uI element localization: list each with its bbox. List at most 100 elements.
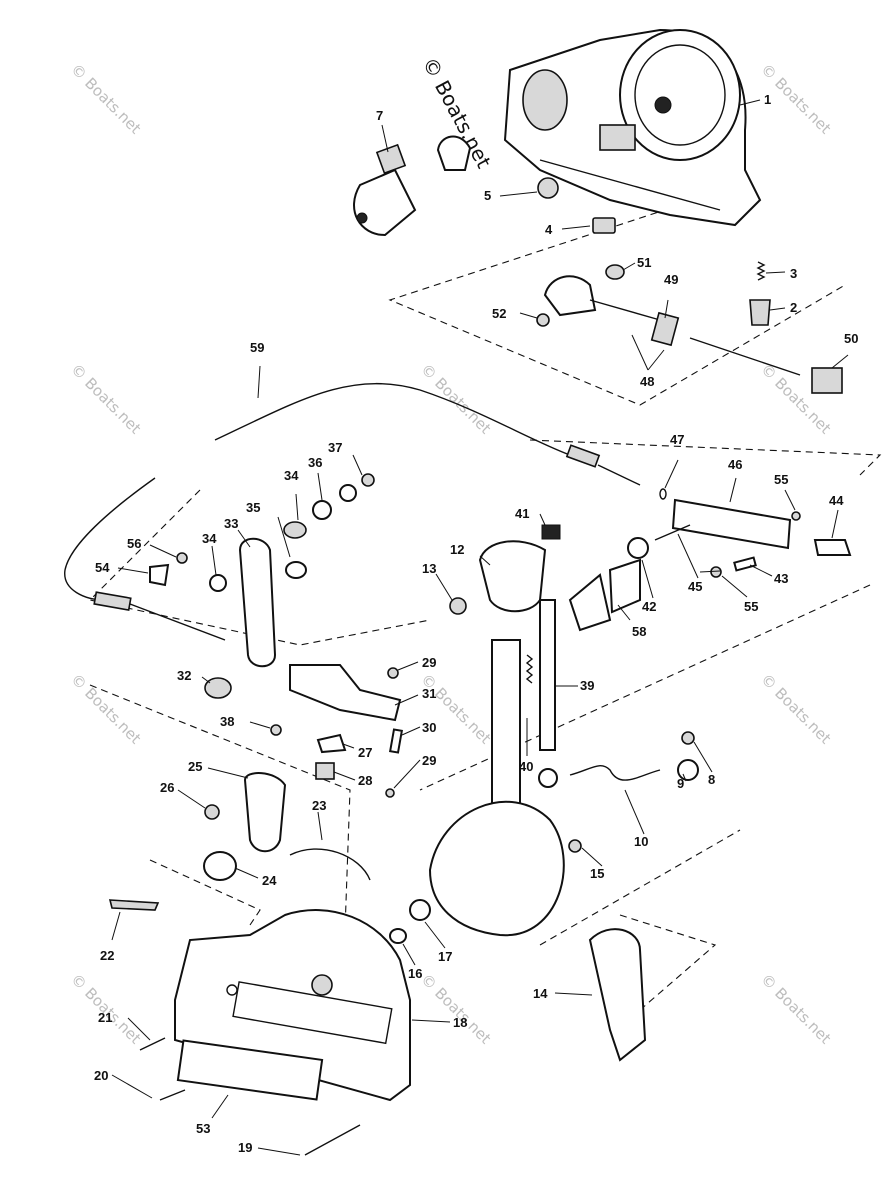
callout-34: 34 — [202, 531, 217, 546]
roller — [203, 851, 237, 881]
callout-42: 42 — [642, 599, 656, 614]
bolt — [654, 524, 691, 541]
callout-34: 34 — [284, 468, 299, 483]
screw — [204, 804, 220, 820]
watermark: © Boats.net — [417, 360, 495, 438]
callout-44: 44 — [829, 493, 844, 508]
washer — [627, 537, 649, 559]
screw — [159, 1089, 186, 1101]
callout-5: 5 — [484, 188, 491, 203]
callout-55: 55 — [774, 472, 788, 487]
bracket — [608, 558, 641, 614]
switch-cable — [689, 337, 843, 394]
callout-15: 15 — [590, 866, 604, 881]
callout-3: 3 — [790, 266, 797, 281]
watermark: © Boats.net — [757, 970, 835, 1048]
lever-arm — [353, 143, 417, 237]
callout-40: 40 — [519, 759, 533, 774]
spring — [525, 654, 534, 684]
screw — [361, 473, 375, 487]
callout-52: 52 — [492, 306, 506, 321]
shift-arm — [238, 537, 277, 668]
callout-38: 38 — [220, 714, 234, 729]
screw — [139, 1037, 166, 1051]
pin — [733, 556, 757, 572]
callout-20: 20 — [94, 1068, 108, 1083]
screw — [449, 597, 467, 615]
pawl — [436, 135, 472, 171]
leader-lines — [111, 99, 849, 1156]
spring — [756, 261, 766, 281]
screw — [791, 511, 801, 521]
latch-block — [568, 573, 612, 632]
callout-55: 55 — [744, 599, 758, 614]
callout-56: 56 — [127, 536, 141, 551]
callout-4: 4 — [545, 222, 553, 237]
washer — [312, 500, 332, 520]
watermark: © Boats.net — [417, 970, 495, 1048]
neutral-plate — [588, 928, 647, 1062]
callout-33: 33 — [224, 516, 238, 531]
screw — [304, 1124, 361, 1156]
tube — [671, 498, 792, 550]
callout-58: 58 — [632, 624, 646, 639]
watermark: © Boats.net — [67, 360, 145, 438]
screw — [568, 839, 582, 853]
pin — [388, 728, 404, 754]
callout-10: 10 — [634, 834, 648, 849]
callout-32: 32 — [177, 668, 191, 683]
block — [541, 524, 561, 540]
callout-37: 37 — [328, 440, 342, 455]
throttle-cable — [214, 383, 641, 486]
callout-27: 27 — [358, 745, 372, 760]
control-wheel — [428, 800, 565, 937]
handle-grip — [478, 540, 547, 613]
decal — [176, 1039, 324, 1101]
callout-18: 18 — [453, 1015, 467, 1030]
callout-59: 59 — [250, 340, 264, 355]
callout-19: 19 — [238, 1140, 252, 1155]
callout-28: 28 — [358, 773, 372, 788]
screw — [681, 731, 695, 745]
screw — [710, 566, 722, 578]
callout-48: 48 — [640, 374, 654, 389]
bushing — [537, 177, 559, 199]
callout-13: 13 — [422, 561, 436, 576]
callout-labels: 1 2 3 4 5 7 8 9 10 12 13 14 15 16 17 18 … — [94, 92, 858, 1155]
callout-2: 2 — [790, 300, 797, 315]
callout-1: 1 — [764, 92, 771, 107]
callout-22: 22 — [100, 948, 114, 963]
callout-24: 24 — [262, 873, 277, 888]
callout-43: 43 — [774, 571, 788, 586]
callout-46: 46 — [728, 457, 742, 472]
retainer — [813, 539, 852, 556]
shift-cable — [64, 477, 226, 641]
washer — [209, 574, 227, 592]
callout-31: 31 — [422, 686, 436, 701]
o-ring — [659, 488, 667, 500]
watermark: © Boats.net — [67, 670, 145, 748]
callout-51: 51 — [637, 255, 651, 270]
spring-clip — [289, 848, 371, 881]
detent-spring — [569, 765, 661, 781]
callout-17: 17 — [438, 949, 452, 964]
bushing — [409, 899, 431, 921]
main-housing — [503, 28, 762, 227]
callout-7: 7 — [376, 108, 383, 123]
callout-23: 23 — [312, 798, 326, 813]
callout-16: 16 — [408, 966, 422, 981]
callout-9: 9 — [677, 776, 684, 791]
callout-30: 30 — [422, 720, 436, 735]
decal — [108, 899, 160, 911]
block — [592, 217, 616, 234]
bushing — [283, 521, 307, 539]
shift-lever — [289, 664, 402, 722]
washer — [538, 768, 558, 788]
screw — [270, 724, 282, 736]
callout-36: 36 — [308, 455, 322, 470]
callout-26: 26 — [160, 780, 174, 795]
callout-54: 54 — [95, 560, 110, 575]
callout-50: 50 — [844, 331, 858, 346]
screw — [176, 552, 188, 564]
washer — [339, 484, 357, 502]
